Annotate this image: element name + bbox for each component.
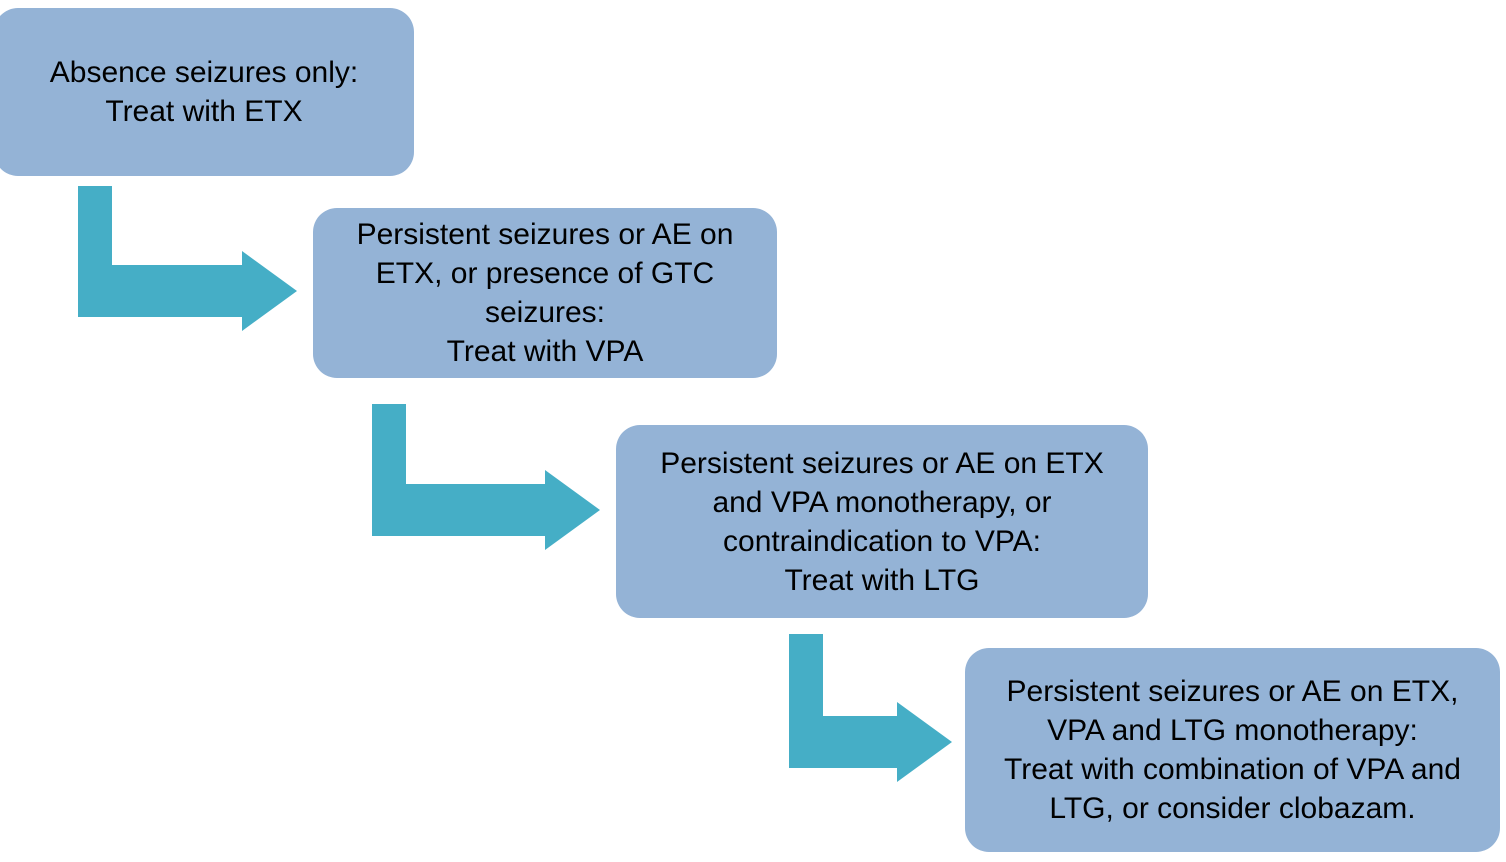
flow-box-step-3[interactable]: Persistent seizures or AE on ETX and VPA… — [616, 425, 1148, 618]
flow-box-step-1[interactable]: Absence seizures only: Treat with ETX — [0, 8, 414, 176]
elbow-arrow-step1-to-step2 — [78, 186, 297, 331]
flow-box-step-2[interactable]: Persistent seizures or AE on ETX, or pre… — [313, 208, 777, 378]
elbow-arrow-step3-to-step4 — [789, 634, 952, 782]
flow-box-step-4[interactable]: Persistent seizures or AE on ETX, VPA an… — [965, 648, 1500, 852]
elbow-arrow-step2-to-step3 — [372, 404, 600, 550]
